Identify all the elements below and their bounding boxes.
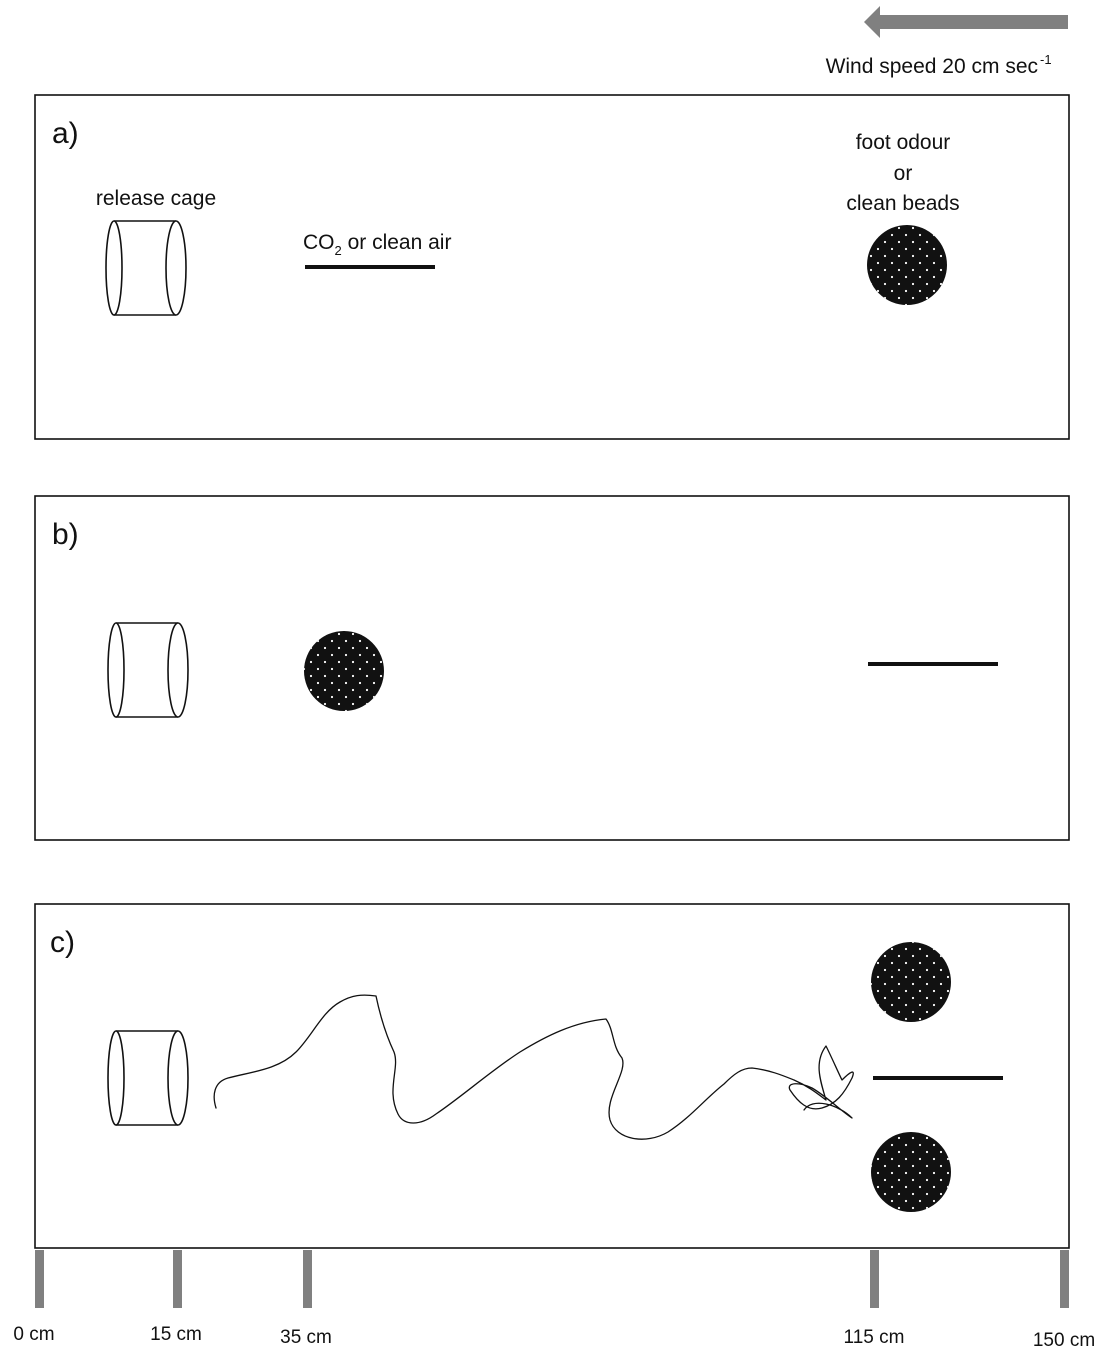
release-cage-icon (107, 622, 189, 718)
scale-tick (173, 1250, 182, 1308)
panel-b-frame (34, 495, 1070, 841)
bead-icon (871, 942, 951, 1022)
scale-tick-label: 0 cm (13, 1324, 54, 1345)
panel-c-frame (34, 903, 1070, 1249)
bead-icon (304, 631, 384, 711)
scale-tick (35, 1250, 44, 1308)
release-cage-icon (105, 220, 187, 316)
scale-tick-label: 150 cm (1033, 1330, 1095, 1349)
panel-b: b) (34, 495, 1070, 841)
bead-icon (871, 1132, 951, 1212)
panel-a: a) release cage CO2 or clean air foot od… (34, 94, 1070, 440)
scale-tick-label: 35 cm (280, 1327, 332, 1348)
bead-icon (867, 225, 947, 305)
scale-tick (1060, 1250, 1069, 1308)
scale-tick-label: 15 cm (150, 1324, 202, 1345)
wind-speed-unit-superscript: -1 (1040, 52, 1052, 67)
scale-tick-label: 115 cm (844, 1327, 905, 1348)
odour-label-line-3: clean beads (846, 192, 959, 215)
panel-c-label: c) (50, 926, 75, 959)
co2-label: CO2 or clean air (303, 231, 451, 258)
panel-a-frame (34, 94, 1070, 440)
panel-b-label: b) (52, 518, 79, 551)
odour-label-line-2: or (894, 162, 913, 185)
scale-tick (870, 1250, 879, 1308)
panel-c: c) (34, 903, 1070, 1249)
release-cage-label: release cage (96, 187, 216, 210)
scale-tick (303, 1250, 312, 1308)
left-arrow-icon (864, 6, 1068, 38)
mosquito-flight-track (213, 994, 854, 1140)
panel-a-label: a) (52, 117, 79, 150)
wind-speed-label: Wind speed 20 cm sec (826, 55, 1038, 78)
distance-scale: 0 cm 15 cm 35 cm 115 cm 150 cm (13, 1250, 1095, 1349)
release-cage-icon (107, 1030, 189, 1126)
wind-arrow (864, 6, 1068, 38)
odour-label-line-1: foot odour (856, 131, 951, 154)
